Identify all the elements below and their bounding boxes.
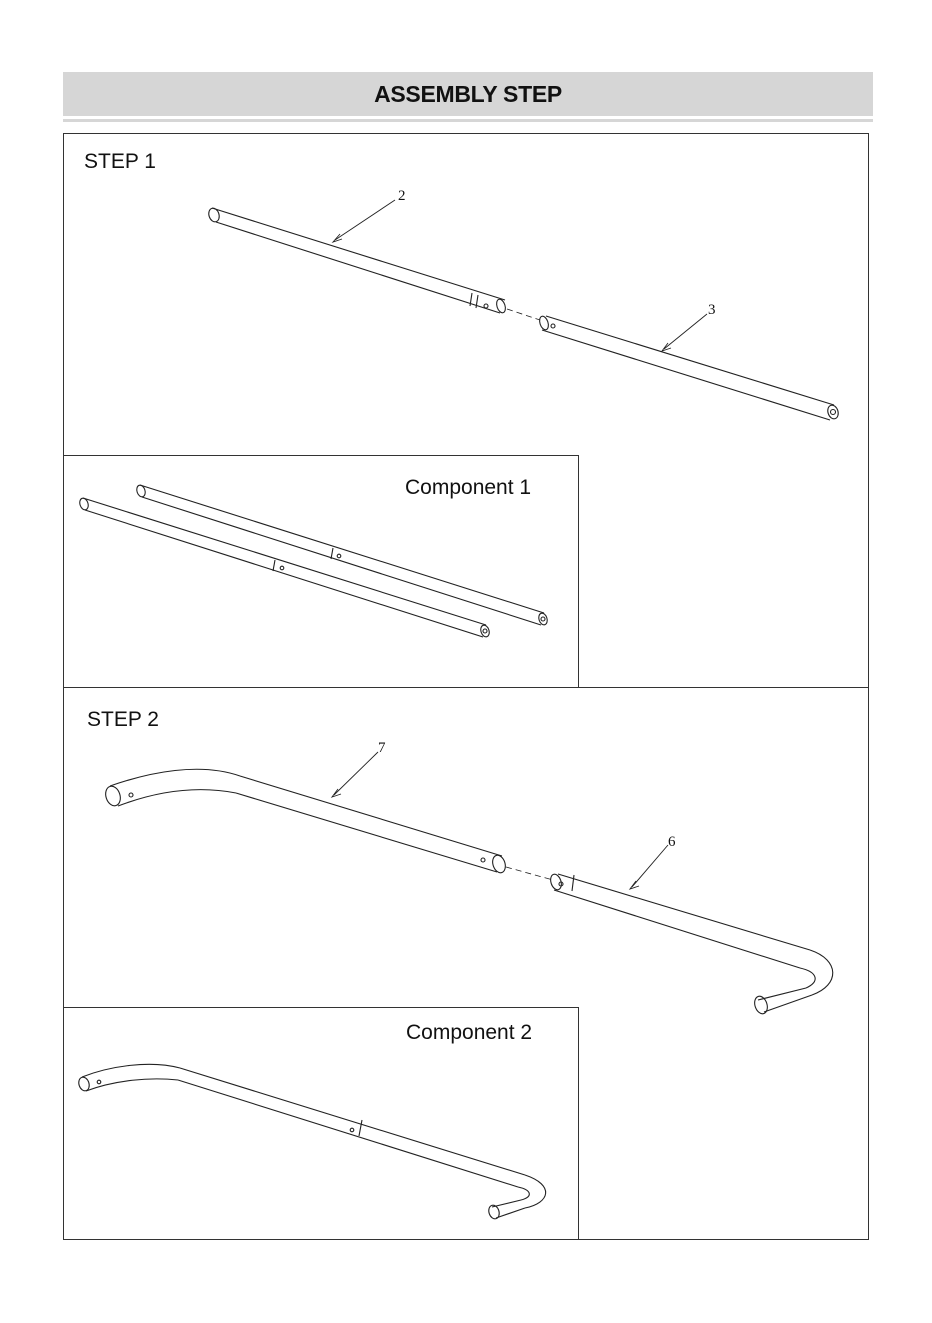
step1-alignment-line [507,309,540,320]
component1-assembled-tubes [78,484,548,638]
component2-assembled-tube [77,1064,546,1220]
step2-tube-6 [549,873,833,1016]
step2-leaders [332,752,668,889]
part-number-6: 6 [668,834,676,850]
step1-tube-3 [538,315,840,420]
step1-tube-2 [207,207,507,314]
part-number-7: 7 [378,740,386,756]
part-number-3: 3 [708,302,716,318]
step2-tube-7 [103,769,507,874]
step2-alignment-line [506,867,553,880]
part-number-2: 2 [398,188,406,204]
step1-leaders [333,200,707,351]
